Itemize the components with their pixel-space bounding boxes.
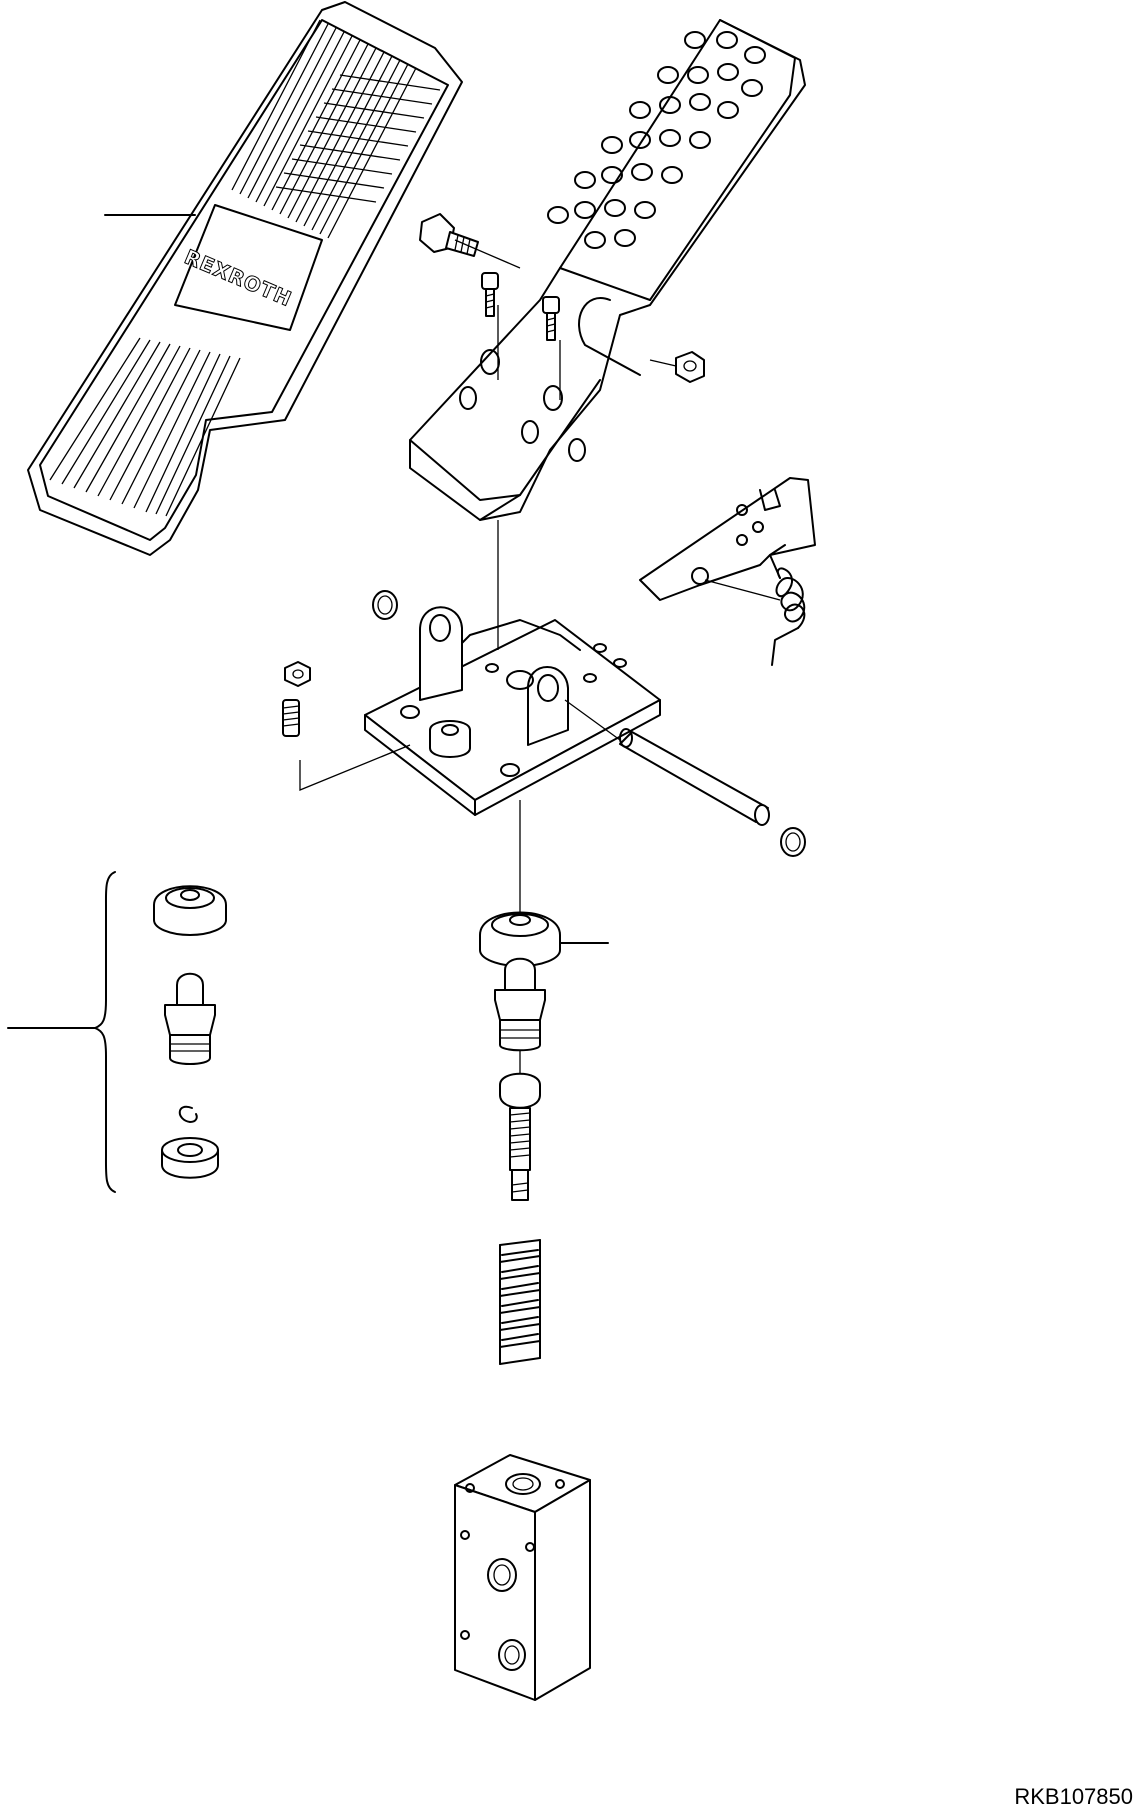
hex-nut-base (285, 662, 310, 686)
pedal-base (365, 607, 660, 815)
kit-boot (154, 886, 226, 935)
plate-mounting-slots (460, 350, 585, 461)
hex-nut-plate (676, 352, 704, 382)
drawing-reference-code: RKB107850 (1014, 1784, 1133, 1809)
brand-plate (175, 205, 322, 330)
plunger-main (495, 959, 545, 1051)
cover-upper-ribs (232, 20, 440, 238)
cover-lower-ribs (50, 338, 240, 516)
plate-perforations (548, 32, 765, 248)
hex-bolt (420, 214, 478, 256)
boot-main (480, 913, 560, 967)
perforated-pedal-plate (410, 20, 805, 520)
pedal-rubber-cover: REXROTH (28, 2, 462, 555)
adjustment-lever (640, 478, 815, 600)
set-screw (283, 700, 299, 736)
torsion-spring (770, 545, 804, 665)
pivot-pin (620, 729, 769, 825)
valve-body (455, 1455, 590, 1700)
socket-screw-right (543, 297, 559, 340)
compression-spring (500, 1240, 540, 1364)
leader-lines (8, 215, 608, 1028)
adjusting-rod (500, 1074, 540, 1200)
kit-plunger (165, 974, 215, 1064)
socket-screw-left (482, 273, 498, 316)
kit-bracket (95, 872, 115, 1192)
retaining-ring-top (373, 591, 397, 619)
kit-snap-ring (180, 1107, 197, 1122)
kit-bushing (162, 1138, 218, 1178)
retaining-ring-pin (781, 828, 805, 856)
